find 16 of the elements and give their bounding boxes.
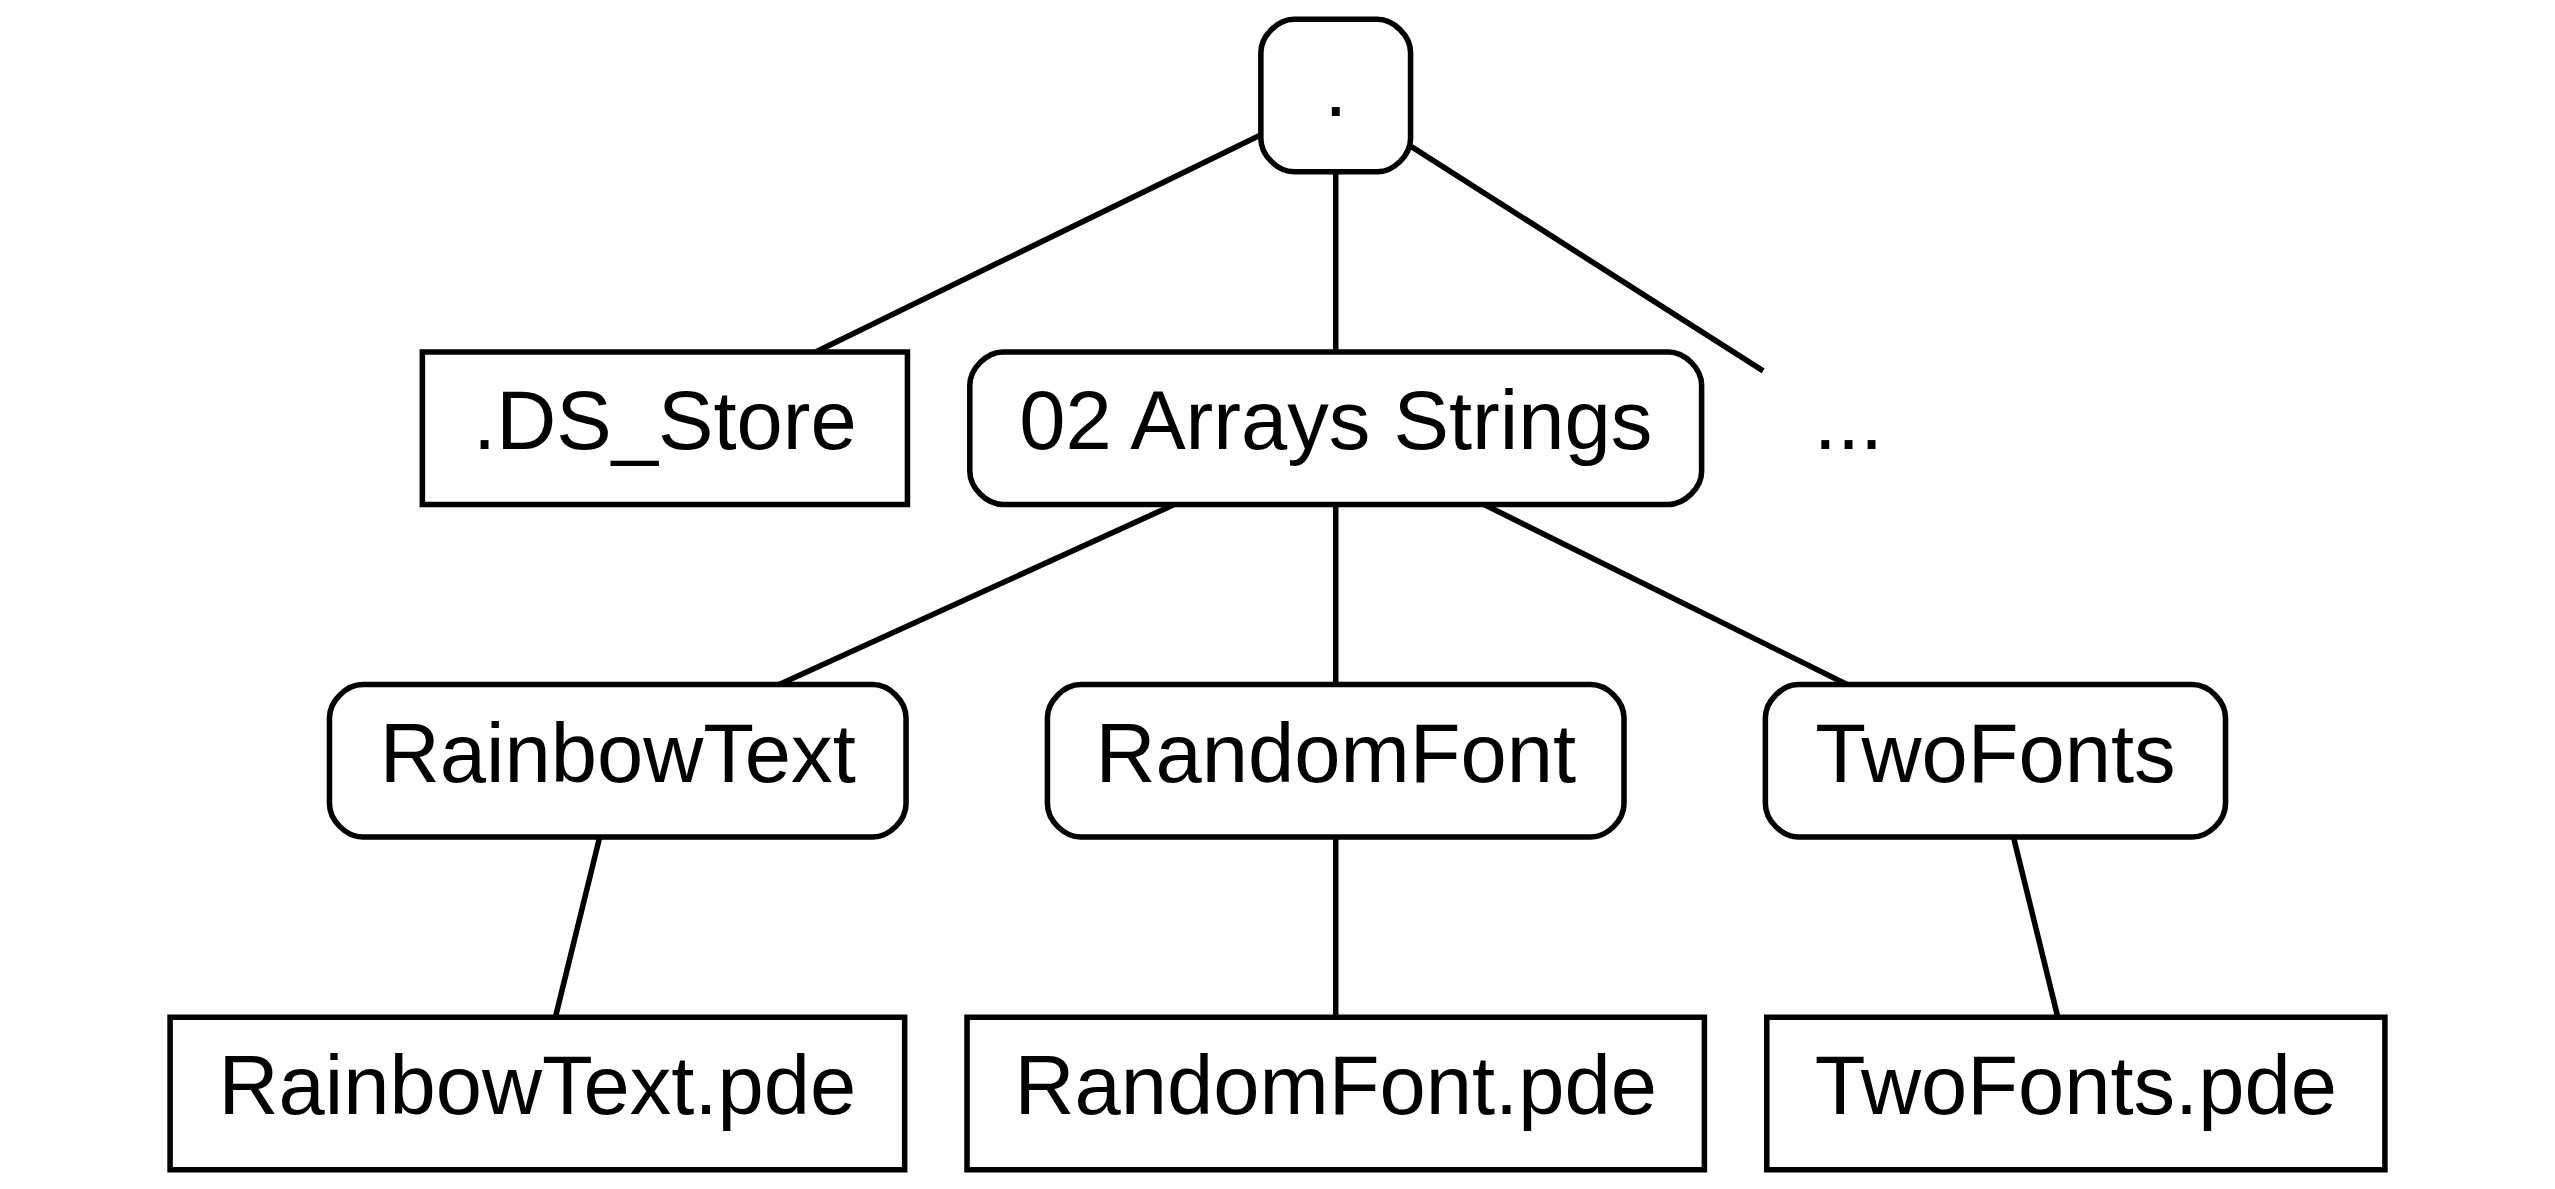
node-box: RandomFont.pde [964,1014,1708,1173]
connector [1332,837,1339,1017]
node-box: RainbowText.pde [167,1014,908,1173]
connector [552,837,603,1018]
connector [1409,144,1765,374]
node-box: TwoFonts [1762,681,2229,840]
connector [1332,172,1339,352]
node-box: .DS_Store [419,349,911,508]
connector [2011,837,2061,1018]
node-text: ... [1813,373,1884,467]
connector [1332,505,1339,685]
node-box: RainbowText [326,681,909,840]
node-box: TwoFonts.pde [1764,1014,2388,1173]
node-box: 02 Arrays Strings [967,349,1705,508]
node-box: RandomFont [1044,681,1627,840]
node-box: . [1258,16,1414,175]
